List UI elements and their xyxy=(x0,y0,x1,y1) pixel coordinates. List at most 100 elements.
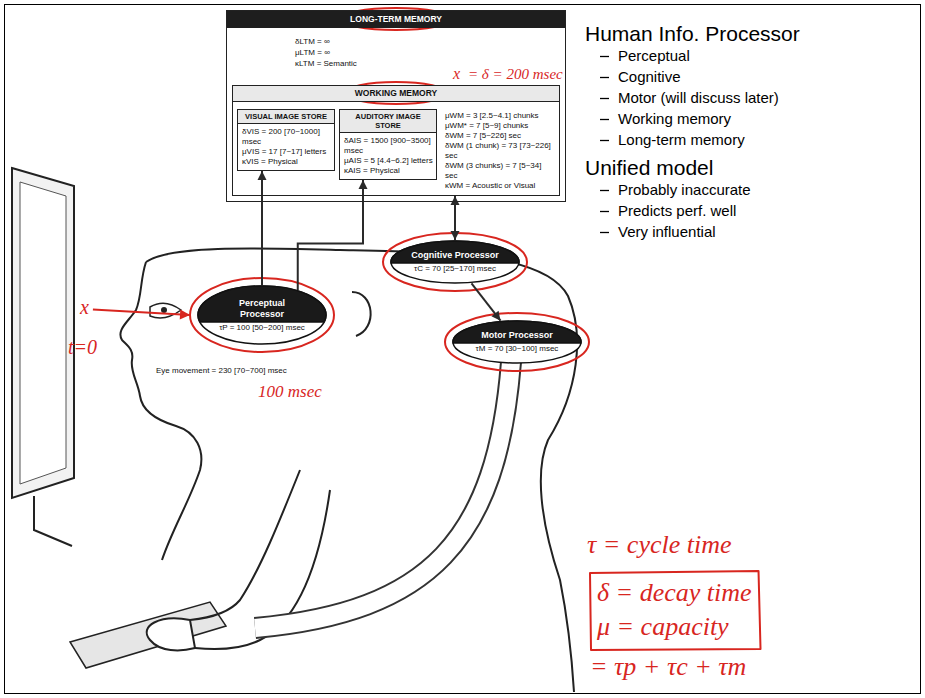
slide-frame xyxy=(5,5,921,694)
bullet-dash xyxy=(600,232,609,233)
handwritten-note: μ = capacity xyxy=(597,612,729,642)
red-arrow xyxy=(93,310,190,316)
bullet-dash xyxy=(600,98,609,99)
face-profile xyxy=(120,262,201,560)
parameter-list: δAIS = 1500 [900~3500] msecμAIS = 5 [4.4… xyxy=(340,133,436,179)
eye xyxy=(150,303,181,318)
arrowhead xyxy=(359,180,368,189)
parameter-list: μWM = 3 [2.5~4.1] chunksμWM* = 7 [5~9] c… xyxy=(441,109,555,191)
processor-text: Cognitive Processor τC = 70 [25~170] msec xyxy=(410,250,500,274)
connector-arrow xyxy=(298,180,368,290)
handwritten-note: τ = cycle time xyxy=(587,530,732,560)
handwritten-note: = τp + τc + τm xyxy=(590,652,746,682)
parameter-list: δLTM = ∞μLTM = ∞κLTM = Semantic xyxy=(227,28,565,69)
bullet-dash xyxy=(600,56,609,57)
handwritten-note: 100 msec xyxy=(258,382,322,402)
processor-name: Cognitive Processor xyxy=(410,250,500,261)
processor-text: Perceptual ProcessorτP = 100 [50~200] ms… xyxy=(217,298,307,333)
parameter-text: μWM = 3 [2.5~4.1] chunks xyxy=(445,111,553,121)
ellipse-body xyxy=(391,241,519,283)
ellipse-outline xyxy=(390,240,520,284)
slide-heading: Unified model xyxy=(585,156,713,180)
parameter-text: δLTM = ∞ xyxy=(295,36,559,47)
slide-heading: Human Info. Processor xyxy=(585,22,800,46)
handwritten-note: t=0 xyxy=(68,336,97,359)
arrowhead xyxy=(451,231,460,240)
parameter-text: κAIS = Physical xyxy=(344,166,433,176)
bullet-dash xyxy=(600,77,609,78)
parameter-text: δWM (3 chunks) = 7 [5~34] sec xyxy=(445,161,553,181)
bullet-dash xyxy=(600,140,609,141)
ellipse-cap xyxy=(453,321,581,343)
bullet-item: Motor (will discuss later) xyxy=(618,89,779,106)
red-box xyxy=(590,571,761,650)
monitor-stand xyxy=(34,496,72,546)
bullet-item: Long-term memory xyxy=(618,131,745,148)
monitor xyxy=(12,168,74,498)
red-circle xyxy=(190,278,334,352)
arrowhead xyxy=(451,196,460,205)
cycle-time: τM = 70 [30~100] msec xyxy=(472,344,562,354)
connector-line xyxy=(471,283,500,320)
arm xyxy=(190,470,300,620)
nerve-tube xyxy=(255,362,511,628)
store-box: VISUAL IMAGE STOREδVIS = 200 [70~1000] m… xyxy=(237,109,335,171)
red-circle xyxy=(445,313,589,371)
store-heading: AUDITORY IMAGE STORE xyxy=(340,110,436,133)
processor-ellipse: Cognitive Processor τC = 70 [25~170] msec xyxy=(390,240,520,284)
parameter-text: μWM* = 7 [5~9] chunks xyxy=(445,121,553,131)
bullet-item: Predicts perf. well xyxy=(618,202,736,219)
processor-name: Motor Processor xyxy=(472,330,562,341)
connector-arrow xyxy=(451,196,460,240)
keyboard xyxy=(70,602,226,668)
memory-heading: WORKING MEMORY xyxy=(355,88,437,98)
arrowhead xyxy=(258,171,267,180)
parameter-text: δAIS = 1500 [900~3500] msec xyxy=(344,136,433,156)
cycle-time: τP = 100 [50~200] msec xyxy=(217,323,307,333)
processor-text: Motor Processor τM = 70 [30~100] msec xyxy=(472,330,562,354)
parameter-text: μVIS = 17 [7~17] letters xyxy=(242,147,331,157)
ellipse-cap xyxy=(198,286,326,322)
pupil xyxy=(161,307,167,313)
ellipse-body xyxy=(198,286,326,344)
nerve-tube xyxy=(255,362,511,628)
memory-box: LONG-TERM MEMORY δLTM = ∞μLTM = ∞κLTM = S… xyxy=(226,10,566,202)
bullet-item: Very influential xyxy=(618,223,716,240)
timing-note: Eye movement = 230 [70~700] msec xyxy=(156,366,287,376)
bullet-dash xyxy=(600,190,609,191)
cycle-time: τC = 70 [25~170] msec xyxy=(410,264,500,274)
parameter-text: δVIS = 200 [70~1000] msec xyxy=(242,127,331,147)
parameter-text: κVIS = Physical xyxy=(242,157,331,167)
connector-line xyxy=(261,171,263,285)
header-band: WORKING MEMORY xyxy=(233,86,559,102)
handwritten-note: δ = decay time xyxy=(597,578,752,608)
hand xyxy=(147,618,195,650)
arrowhead xyxy=(491,311,500,321)
header-band: LONG-TERM MEMORY xyxy=(227,11,565,28)
parameter-text: κWM = Acoustic or Visual xyxy=(445,181,553,191)
monitor-screen xyxy=(20,182,66,484)
parameter-text: μAIS = 5 [4.4~6.2] letters xyxy=(344,156,433,166)
bullet-dash xyxy=(600,211,609,212)
bullet-item: Perceptual xyxy=(618,47,690,64)
bullet-item: Working memory xyxy=(618,110,731,127)
parameter-text: δWM (1 chunk) = 73 [73~226] sec xyxy=(445,141,553,161)
parameter-text: δWM = 7 [5~226] sec xyxy=(445,131,553,141)
connector-arrow xyxy=(258,171,267,285)
ellipse-outline xyxy=(452,320,582,364)
store-heading: VISUAL IMAGE STORE xyxy=(238,110,334,124)
red-circle xyxy=(383,233,527,291)
memory-box: WORKING MEMORYVISUAL IMAGE STOREδVIS = 2… xyxy=(232,85,560,196)
memory-heading: LONG-TERM MEMORY xyxy=(350,14,442,24)
ear xyxy=(352,292,371,336)
parameter-list: δVIS = 200 [70~1000] msecμVIS = 17 [7~17… xyxy=(238,124,334,170)
bullet-dash xyxy=(600,119,609,120)
bullet-item: Cognitive xyxy=(618,68,681,85)
processor-ellipse: Motor Processor τM = 70 [30~100] msec xyxy=(452,320,582,364)
red-arrowhead xyxy=(180,309,190,319)
processor-ellipse: Perceptual ProcessorτP = 100 [50~200] ms… xyxy=(197,285,327,345)
store-row: VISUAL IMAGE STOREδVIS = 200 [70~1000] m… xyxy=(233,102,559,195)
handwritten-mark: x xyxy=(80,296,89,319)
connector-line xyxy=(298,180,363,290)
